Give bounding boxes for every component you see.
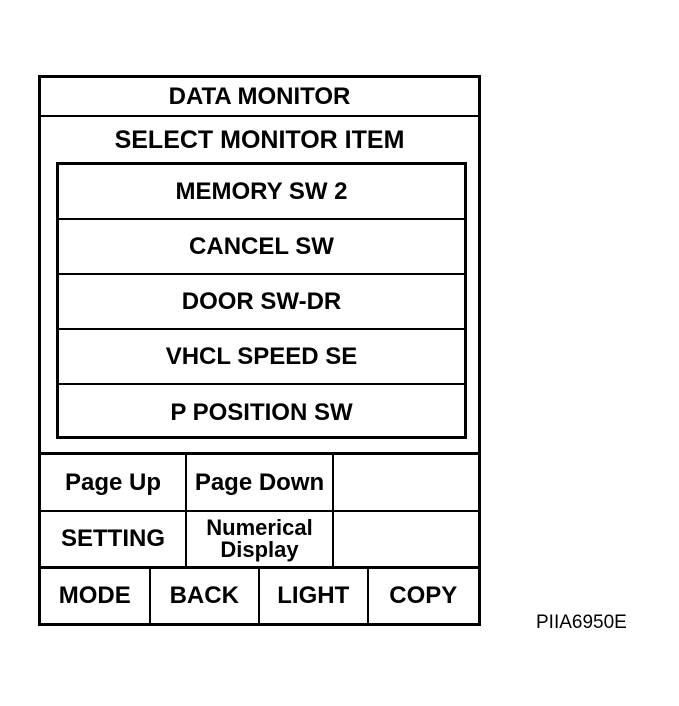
page-down-button[interactable]: Page Down [187,455,334,510]
screen-subtitle: SELECT MONITOR ITEM [114,125,405,154]
page-up-button[interactable]: Page Up [41,455,187,510]
numerical-display-button[interactable]: Numerical Display [187,512,334,566]
monitor-item-cancel-sw[interactable]: CANCEL SW [59,220,464,275]
light-button[interactable]: LIGHT [260,569,369,623]
monitor-item-door-sw-dr[interactable]: DOOR SW-DR [59,275,464,330]
button-row-1: Page Up Page Down [41,455,478,512]
button-panel: Page Up Page Down SETTING Numerical Disp… [41,452,478,623]
numerical-display-label-line2: Display [220,537,299,562]
back-button[interactable]: BACK [151,569,260,623]
monitor-item-list: MEMORY SW 2 CANCEL SW DOOR SW-DR VHCL SP… [56,162,467,439]
monitor-item-memory-sw-2[interactable]: MEMORY SW 2 [59,165,464,220]
data-monitor-screen: DATA MONITOR SELECT MONITOR ITEM MEMORY … [38,75,481,626]
button-row-2: SETTING Numerical Display [41,512,478,569]
monitor-item-p-position-sw[interactable]: P POSITION SW [170,398,353,426]
empty-button-slot-1 [334,455,478,510]
figure-reference-code: PIIA6950E [536,612,627,633]
numerical-display-label-line1: Numerical [206,515,313,540]
mode-button[interactable]: MODE [41,569,151,623]
copy-button[interactable]: COPY [389,582,458,609]
screen-title: DATA MONITOR [41,78,478,117]
empty-button-slot-2 [334,512,478,566]
setting-button[interactable]: SETTING [41,512,187,566]
button-row-3: MODE BACK LIGHT COPY [41,569,478,623]
monitor-item-vhcl-speed-se[interactable]: VHCL SPEED SE [59,330,464,385]
